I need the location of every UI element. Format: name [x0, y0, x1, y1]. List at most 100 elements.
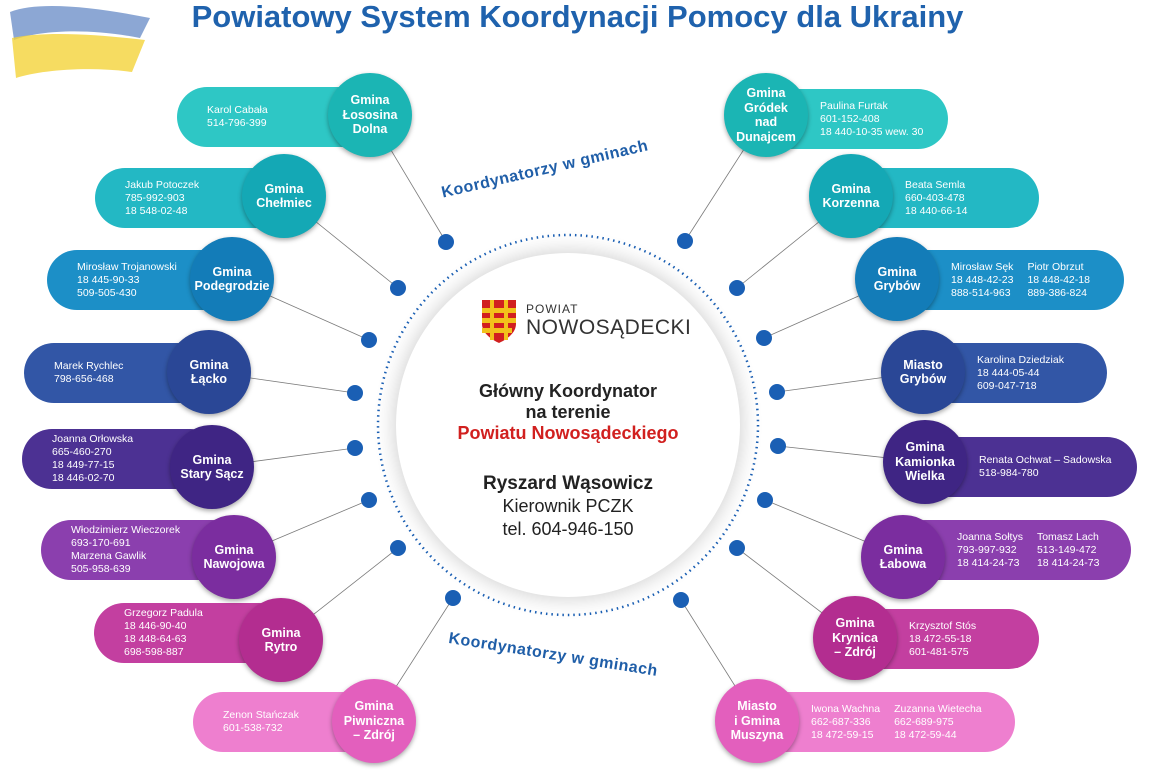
contact-name: Joanna Orłowska [52, 433, 134, 445]
ring-dot [757, 492, 773, 508]
page-title: Powiatowy System Koordynacji Pomocy dla … [191, 0, 964, 34]
gmina-name-line: Dunajcem [736, 129, 796, 144]
gmina-name-line: Gmina [746, 86, 786, 100]
gmina-name-line: Gmina [192, 452, 232, 467]
gmina-name-line: Gmina [214, 542, 254, 557]
ring-dot [673, 592, 689, 608]
contact-name: Beata Semla [905, 178, 966, 191]
contact-name: Paulina Furtak [820, 99, 888, 112]
coordinator-name: Ryszard Wąsowicz [483, 473, 653, 494]
contact-line: 18 448-42-18 [1027, 273, 1090, 286]
contact-name: Zenon Stańczak [223, 709, 299, 721]
ring-dot [347, 440, 363, 456]
contact-line: 18 446-02-70 [52, 472, 115, 484]
contact-line: Marzena Gawlik [71, 550, 147, 562]
contact-line: 18 448-42-23 [951, 273, 1014, 286]
contact-line: 518-984-780 [979, 467, 1039, 479]
gmina-name-line: Podegrodzie [194, 279, 270, 293]
contact-line: 793-997-932 [957, 543, 1017, 556]
ring-dot [756, 330, 772, 346]
gmina-name-line: – Zdrój [834, 645, 876, 660]
gmina-name-line: – Zdrój [353, 728, 395, 743]
contact-name: Iwona Wachna [811, 702, 881, 715]
contact-line: 662-687-336 [811, 715, 871, 728]
gmina-name-line: Grybów [899, 372, 947, 386]
gmina-name-line: Gmina [261, 625, 301, 640]
gmina-name-line: Gmina [877, 264, 917, 279]
heading-line1: Główny Koordynator [478, 381, 657, 401]
contact-name: Jakub Potoczek [125, 178, 200, 191]
contact-line: 798-656-468 [54, 373, 114, 385]
gmina-name-line: Piwniczna [343, 713, 405, 728]
ring-dot [729, 280, 745, 296]
gmina-name-line: Gmina [354, 699, 394, 714]
gmina-name-line: Łącko [190, 372, 228, 386]
gmina-name-line: Dolna [352, 122, 388, 137]
gmina-name-line: Grybów [873, 279, 921, 293]
contact-name: Karolina Dziedziak [977, 353, 1064, 366]
contact-line: 601-538-732 [223, 722, 283, 734]
contact-name: Marek Rychlec [54, 360, 124, 372]
contact-line: 18 472-55-18 [909, 632, 972, 645]
gmina-name-line: Łabowa [879, 557, 927, 571]
gmina-name-line: Stary Sącz [180, 467, 244, 481]
contact-line: 889-386-824 [1027, 286, 1088, 299]
contact-name: Krzysztof Stós [909, 619, 977, 632]
gmina-name-line: Gmina [905, 440, 945, 455]
ring-dot [390, 280, 406, 296]
flag-yellow-stroke [12, 34, 145, 78]
contact-line: 18 445-90-33 [77, 273, 140, 286]
contact-name: Włodzimierz Wieczorek [71, 524, 181, 536]
ring-dot [438, 234, 454, 250]
contact-line: 513-149-472 [1036, 543, 1097, 556]
flag-blue-stroke [10, 5, 150, 41]
ring-dot [729, 540, 745, 556]
gmina-name-line: Gmina [883, 542, 923, 557]
gmina-name-line: Krynica [832, 630, 878, 645]
contact-line: 601-481-575 [909, 645, 969, 658]
ring-dot [361, 332, 377, 348]
contact-name: Mirosław Sęk [951, 260, 1014, 273]
contact-name: Zuzanna Wietecha [894, 702, 982, 715]
ring-dot [347, 385, 363, 401]
contact-line: 662-689-975 [894, 715, 954, 728]
contact-line: 18 444-05-44 [977, 366, 1040, 379]
gmina-name-line: Gmina [264, 181, 304, 196]
gmina-name-line: Rytro [264, 640, 298, 654]
gmina-name-line: Kamionka [895, 454, 955, 469]
ring-dot [769, 384, 785, 400]
contact-line: 18 414-24-73 [1036, 556, 1100, 569]
contact-line: 18 440-10-35 wew. 30 [820, 125, 924, 138]
contact-line: 509-505-430 [77, 286, 137, 299]
contact-line: 18 472-59-44 [894, 728, 957, 741]
contact-name: Renata Ochwat – Sadowska [979, 454, 1112, 466]
ring-dot [390, 540, 406, 556]
gmina-name-line: Muszyna [730, 728, 784, 743]
contact-line: 609-047-718 [977, 379, 1037, 392]
coordinator-role: Kierownik PCZK [502, 496, 634, 516]
gmina-name-line: Chełmiec [256, 196, 312, 210]
contact-line: 18 449-77-15 [52, 459, 115, 471]
